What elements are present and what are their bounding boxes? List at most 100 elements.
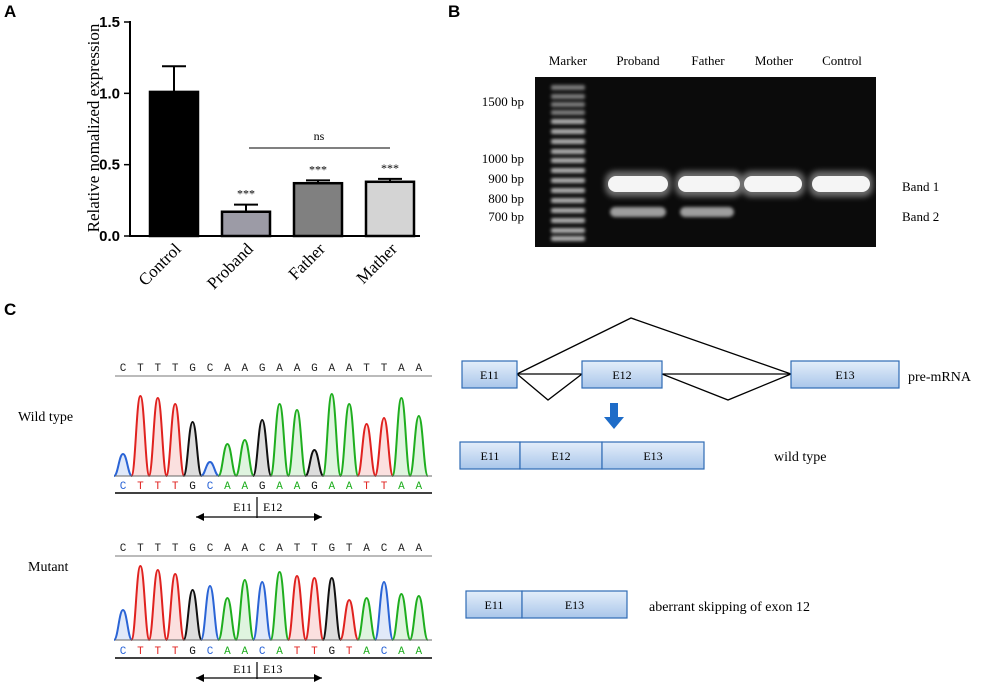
- peak-fill: [253, 582, 272, 640]
- base-letter: A: [328, 481, 335, 493]
- peak-fill: [322, 578, 341, 640]
- ladder-band: [551, 188, 585, 193]
- base-letter: A: [415, 543, 422, 555]
- size-label: 1000 bp: [482, 151, 524, 166]
- band-2: [680, 207, 734, 217]
- base-letter: T: [154, 543, 161, 555]
- base-letter: T: [154, 363, 161, 375]
- base-letter: G: [311, 363, 318, 375]
- peak-fill: [166, 404, 185, 476]
- band-1: [608, 176, 668, 192]
- base-letter: A: [276, 646, 283, 658]
- base-letter: T: [172, 543, 179, 555]
- ladder-band: [551, 158, 585, 163]
- ladder-band: [551, 85, 585, 90]
- base-letter: A: [398, 363, 405, 375]
- ladder-band: [551, 178, 585, 183]
- base-letter: T: [381, 481, 388, 493]
- lane-label-proband: Proband: [616, 53, 660, 68]
- base-letter: T: [154, 646, 161, 658]
- base-letter: T: [154, 481, 161, 493]
- base-letter: A: [241, 363, 248, 375]
- base-letter: A: [241, 543, 248, 555]
- aberrant-exon-e11-label: E11: [485, 598, 504, 612]
- peak-fill: [357, 598, 376, 640]
- ladder-band: [551, 149, 585, 154]
- peak-fill: [288, 410, 306, 476]
- base-letter: C: [207, 363, 214, 375]
- peak-A: [408, 414, 429, 477]
- base-letter: C: [207, 646, 214, 658]
- x-tick-label: Proband: [203, 239, 257, 293]
- peak-T: [165, 402, 186, 477]
- peak-A: [269, 570, 290, 641]
- base-letter: A: [276, 363, 283, 375]
- peak-fill: [235, 580, 254, 640]
- peak-A: [217, 596, 238, 641]
- premrna-exon-e13: [790, 360, 900, 389]
- ladder-band: [551, 218, 585, 223]
- y-tick-label: 1.5: [99, 14, 120, 31]
- peak-T: [130, 394, 151, 477]
- base-letter: G: [328, 543, 335, 555]
- peak-C: [113, 608, 133, 641]
- base-letter: G: [328, 646, 335, 658]
- base-letter: T: [137, 646, 144, 658]
- wildtype-mrna-label: wild type: [774, 450, 827, 465]
- peak-fill: [148, 570, 167, 640]
- ladder-band: [551, 198, 585, 203]
- ladder-band: [551, 139, 585, 144]
- peak-fill: [235, 440, 254, 476]
- size-label: 900 bp: [488, 171, 524, 186]
- peak-C: [374, 580, 394, 641]
- peak-A: [321, 392, 342, 477]
- premrna-exon-e11-label: E11: [480, 368, 499, 382]
- ladder-band: [551, 129, 585, 134]
- mutant-label: Mutant: [28, 560, 69, 575]
- base-letter: C: [120, 481, 127, 493]
- base-letter: G: [189, 646, 196, 658]
- premrna-exon-e12: [581, 360, 663, 389]
- ladder-band: [551, 208, 585, 213]
- wildtype-exon-e12: [519, 441, 603, 470]
- processing-arrow-icon: [604, 403, 624, 429]
- bar-control: [148, 90, 200, 238]
- base-letter: T: [311, 646, 318, 658]
- band-1-label: Band 1: [902, 179, 939, 194]
- premrna-exon-e13-label: E13: [835, 368, 854, 382]
- base-letter: A: [346, 363, 353, 375]
- base-letter: C: [120, 363, 127, 375]
- peak-A: [287, 408, 307, 477]
- base-letter: T: [363, 363, 370, 375]
- premrna-exon-e11: [461, 360, 518, 389]
- peak-T: [287, 574, 307, 641]
- peak-fill: [357, 424, 376, 476]
- wildtype-mrna-row: E11 E12 E13 wild type: [459, 441, 827, 470]
- wildtype-junction-right: E12: [263, 500, 282, 514]
- mutant-junction-left: E11: [233, 662, 252, 676]
- size-label: 800 bp: [488, 191, 524, 206]
- skip-arc: [516, 317, 792, 375]
- wildtype-junction-left: E11: [233, 500, 252, 514]
- base-letter: G: [189, 363, 196, 375]
- ns-label: ns: [314, 129, 325, 143]
- peak-fill: [392, 594, 411, 640]
- peak-fill: [270, 572, 289, 640]
- intron-11-line: [516, 373, 583, 401]
- bar-father: [292, 181, 344, 238]
- base-letter: A: [294, 481, 301, 493]
- peak-fill: [392, 398, 411, 476]
- peak-G: [304, 448, 325, 477]
- y-axis-label: Relative nomalized expression: [84, 23, 103, 232]
- peak-A: [339, 402, 360, 477]
- wildtype-exon-e13: [601, 441, 705, 470]
- gel-bands: [605, 171, 873, 217]
- ladder-band: [551, 110, 585, 115]
- bar-mather: [364, 180, 416, 238]
- size-label: 700 bp: [488, 209, 524, 224]
- peak-fill: [375, 418, 393, 476]
- base-letter: T: [172, 363, 179, 375]
- base-letter: T: [294, 543, 301, 555]
